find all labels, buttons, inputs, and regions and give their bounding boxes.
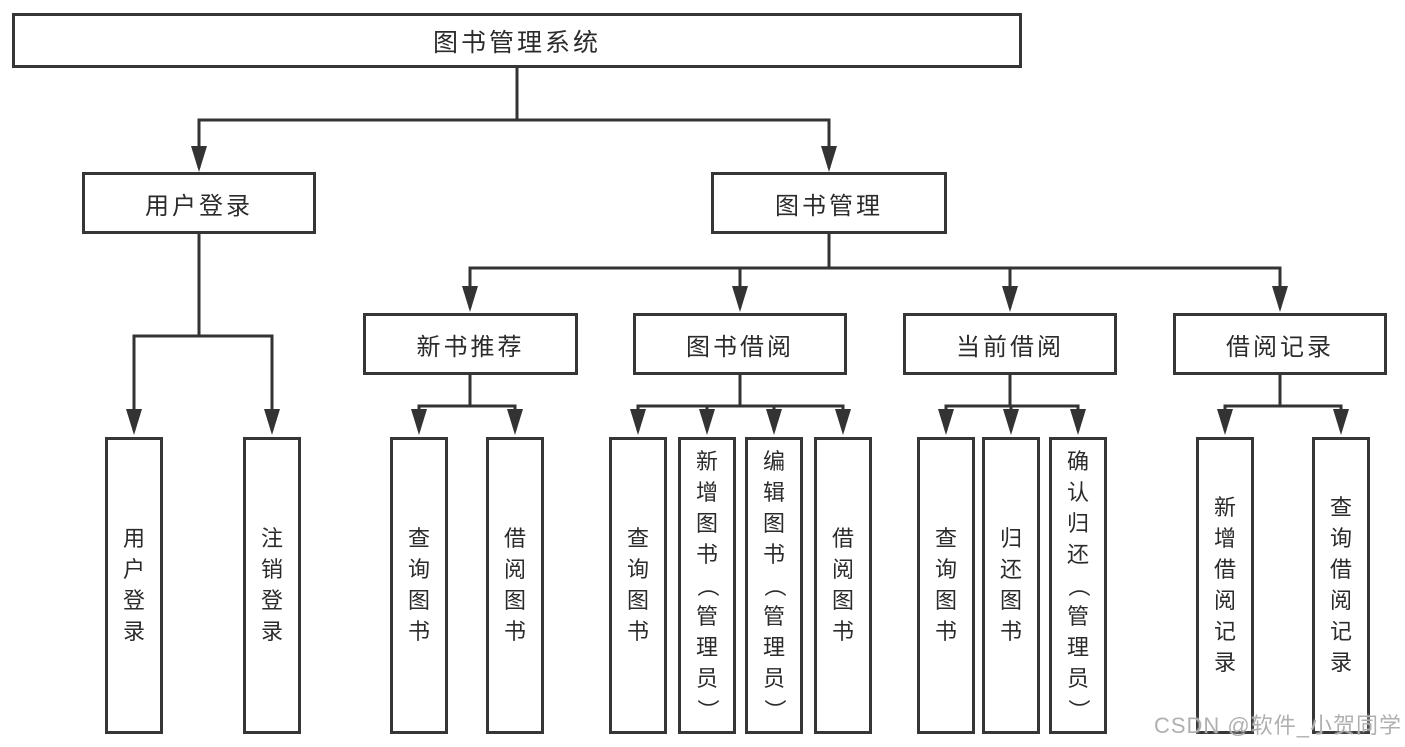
leaf-label: 借阅图书 xyxy=(831,526,854,644)
leaf-label: 归还图书 xyxy=(999,526,1022,644)
leaf-label: 新增借阅记录 xyxy=(1213,495,1236,675)
leaf-label: 查询图书 xyxy=(407,526,430,644)
node-new-book-recommend: 新书推荐 xyxy=(363,313,578,375)
leaf-label: 查询图书 xyxy=(934,526,957,644)
node-user-login: 用户登录 xyxy=(82,172,316,234)
leaf-query-borrow-record: 查询借阅记录 xyxy=(1312,437,1370,734)
leaf-label: 借阅图书 xyxy=(503,526,526,644)
leaf-add-book-admin: 新增图书（管理员） xyxy=(678,437,736,734)
leaf-label: 新增图书（管理员） xyxy=(694,448,720,721)
leaf-label: 查询借阅记录 xyxy=(1329,495,1352,675)
node-borrowing-records: 借阅记录 xyxy=(1173,313,1387,375)
leaf-label: 注销登录 xyxy=(260,526,283,644)
leaf-borrow-books: 借阅图书 xyxy=(814,437,872,734)
node-book-borrowing: 图书借阅 xyxy=(633,313,847,375)
leaf-return-books: 归还图书 xyxy=(982,437,1040,734)
node-root: 图书管理系统 xyxy=(12,13,1022,68)
leaf-add-borrow-record: 新增借阅记录 xyxy=(1196,437,1254,734)
leaf-logout: 注销登录 xyxy=(243,437,301,734)
leaf-label: 用户登录 xyxy=(122,526,145,644)
leaf-label: 编辑图书（管理员） xyxy=(761,448,787,721)
leaf-query-books-recommend: 查询图书 xyxy=(390,437,448,734)
node-current-borrowing: 当前借阅 xyxy=(903,313,1117,375)
leaf-label: 确认归还（管理员） xyxy=(1065,448,1091,721)
leaf-query-books-current: 查询图书 xyxy=(917,437,975,734)
leaf-edit-book-admin: 编辑图书（管理员） xyxy=(745,437,803,734)
leaf-query-books-borrow: 查询图书 xyxy=(609,437,667,734)
leaf-borrow-books-recommend: 借阅图书 xyxy=(486,437,544,734)
csdn-watermark: CSDN @软件_小贺同学 xyxy=(1153,713,1402,738)
leaf-confirm-return-admin: 确认归还（管理员） xyxy=(1049,437,1107,734)
leaf-label: 查询图书 xyxy=(626,526,649,644)
node-book-management: 图书管理 xyxy=(711,172,947,234)
leaf-user-login: 用户登录 xyxy=(105,437,163,734)
